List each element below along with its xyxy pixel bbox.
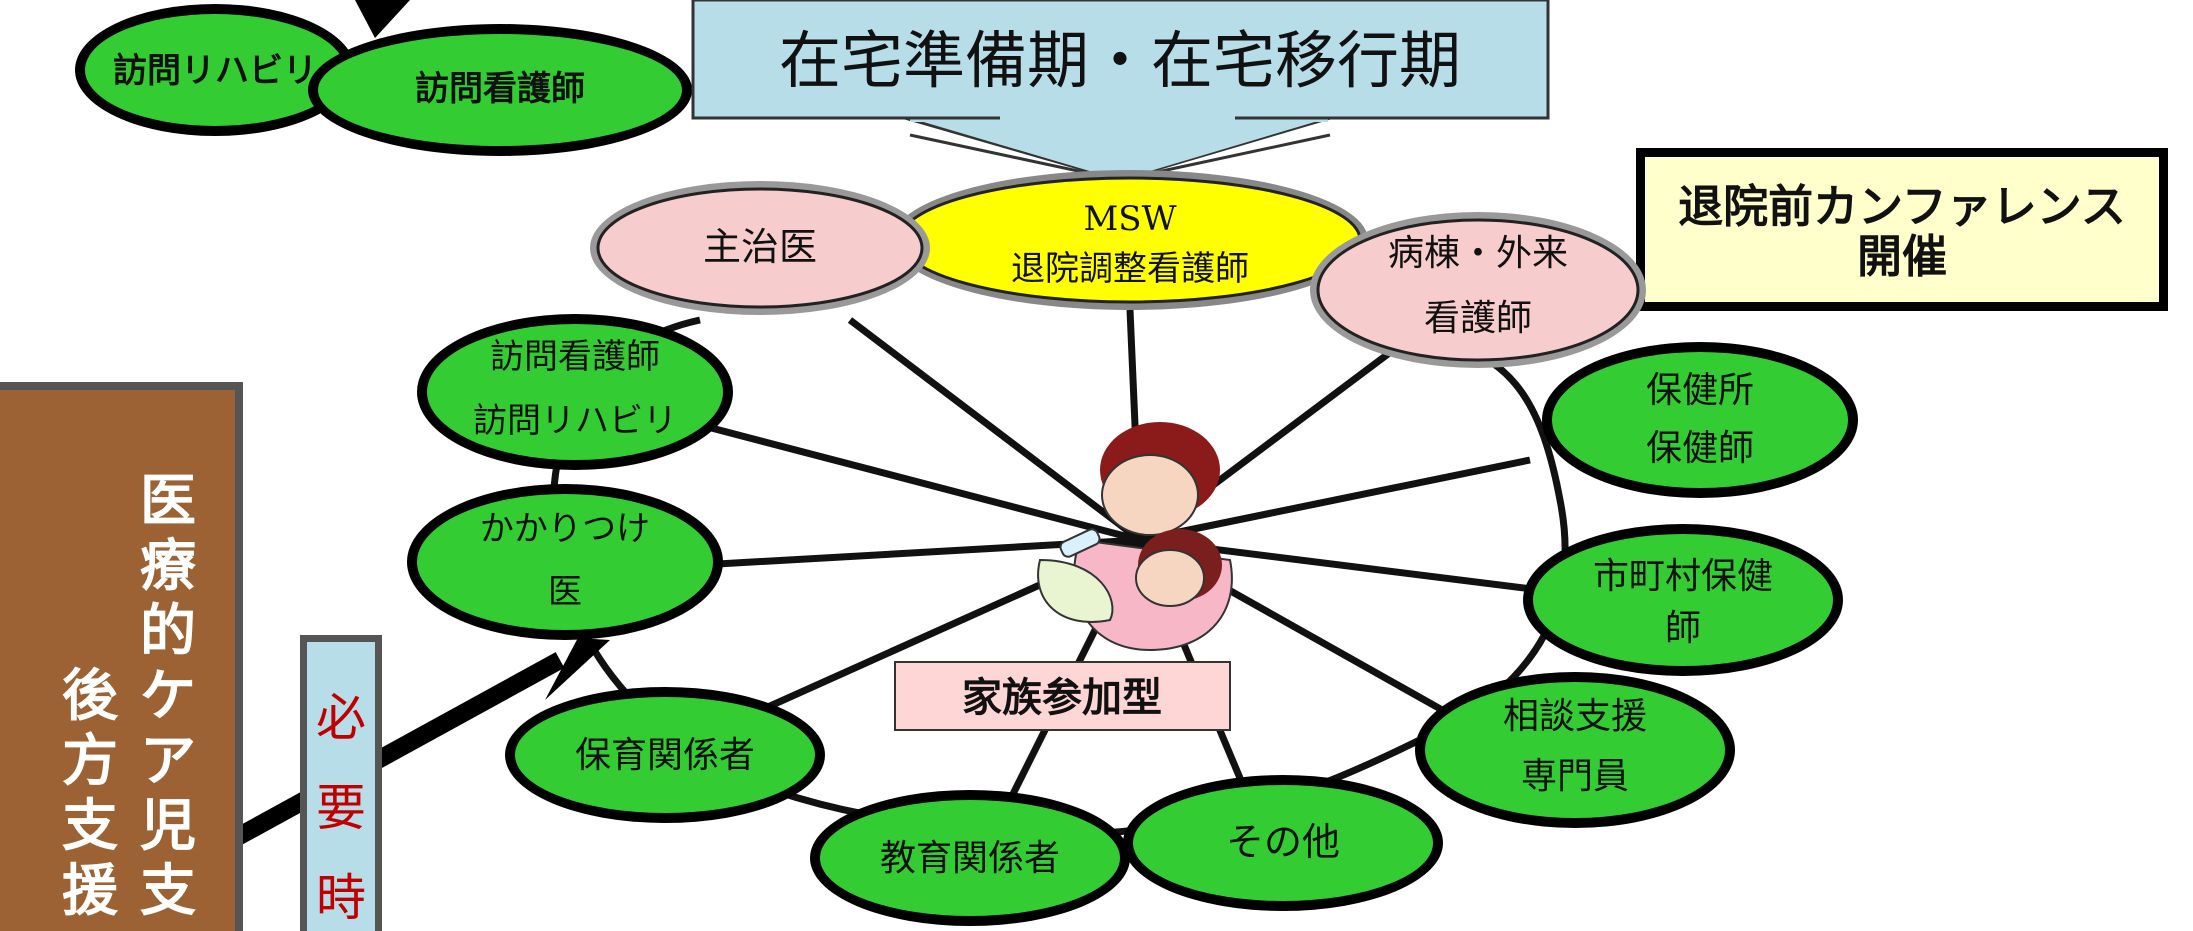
ward-nurse-node[interactable]: 病棟・外来 看護師 <box>1310 212 1646 368</box>
consult-line2: 専門員 <box>1521 756 1629 797</box>
health-center-line2: 保健師 <box>1646 428 1754 469</box>
side-panel-col2: 後 方 支 援 <box>62 664 119 924</box>
as-needed-box: 必 要 時 <box>300 635 382 931</box>
top-left-node-nurse[interactable]: 訪問看護師 <box>308 24 692 156</box>
family-doctor-line2: 医 <box>548 572 582 612</box>
education-node[interactable]: 教育関係者 <box>810 790 1130 926</box>
as-needed-char: 時 <box>316 869 366 927</box>
conference-box: 退院前カンファレンス 開催 <box>1636 148 2168 311</box>
family-doctor-line1: かかりつけ <box>480 509 650 549</box>
as-needed-char: 要 <box>316 779 366 837</box>
side-char: ケ <box>140 664 196 729</box>
consult-line1: 相談支援 <box>1503 696 1647 737</box>
health-center-node[interactable]: 保健所 保健師 <box>1542 342 1858 498</box>
side-char: 後 <box>62 664 119 729</box>
childcare-node[interactable]: 保育関係者 <box>505 687 825 823</box>
municipal-line1: 市町村保健 <box>1593 556 1773 597</box>
health-center-line1: 保健所 <box>1646 370 1754 411</box>
side-char: 児 <box>140 794 196 859</box>
side-panel-col1: 医 療 的 ケ ア 児 支 <box>140 469 196 924</box>
side-char: 支 <box>140 859 196 924</box>
msw-line2: 退院調整看護師 <box>1011 249 1249 289</box>
side-char: 援 <box>62 859 119 924</box>
side-char: 療 <box>140 534 196 599</box>
line-msw <box>847 317 1143 543</box>
msw-line1: MSW <box>1083 199 1176 239</box>
mother-baby-icon <box>1037 422 1233 652</box>
as-needed-arrowhead <box>528 634 610 700</box>
ward-line2: 看護師 <box>1424 298 1532 339</box>
rehab-label: 訪問リハビリ <box>113 51 317 91</box>
top-left-arrow <box>355 0 410 38</box>
visit-nurse-line1: 訪問看護師 <box>490 337 660 377</box>
phase-banner: 在宅準備期・在宅移行期 <box>691 0 1550 182</box>
family-doctor-node[interactable]: かかりつけ 医 <box>407 484 723 640</box>
line-health-center <box>1139 456 1531 544</box>
side-char: 支 <box>62 794 118 859</box>
conference-line2: 開催 <box>1857 230 1947 283</box>
side-panel: 医 療 的 ケ ア 児 支 後 方 支 援 <box>0 382 243 931</box>
top-left-node-rehab[interactable]: 訪問リハビリ <box>75 4 355 136</box>
other-label: その他 <box>1226 820 1340 864</box>
msw-node[interactable]: MSW 退院調整看護師 <box>892 170 1368 310</box>
side-char: ア <box>140 729 196 794</box>
municipal-line2: 師 <box>1665 608 1701 649</box>
as-needed-char: 必 <box>316 689 366 747</box>
municipal-nurse-node[interactable]: 市町村保健 師 <box>1523 524 1843 676</box>
nurse-label: 訪問看護師 <box>415 69 585 109</box>
ward-line1: 病棟・外来 <box>1388 233 1568 274</box>
attending-physician-node[interactable]: 主治医 <box>590 181 930 315</box>
visit-nurse-node[interactable]: 訪問看護師 訪問リハビリ <box>417 314 733 470</box>
other-node[interactable]: その他 <box>1123 775 1443 911</box>
side-char: 方 <box>62 729 118 794</box>
family-participation-label: 家族参加型 <box>962 675 1162 721</box>
consult-support-node[interactable]: 相談支援 専門員 <box>1415 672 1735 828</box>
line-visit-nurse <box>699 421 1141 544</box>
visit-nurse-line2: 訪問リハビリ <box>473 401 677 441</box>
as-needed-arrow-shaft <box>227 652 565 848</box>
side-char: 的 <box>140 599 196 664</box>
childcare-label: 保育関係者 <box>575 735 755 776</box>
phase-title: 在宅準備期・在宅移行期 <box>779 24 1461 97</box>
side-char: 医 <box>140 469 196 534</box>
education-label: 教育関係者 <box>880 838 1060 879</box>
family-participation-label-box: 家族参加型 <box>894 661 1231 731</box>
conference-line1: 退院前カンファレンス <box>1678 180 2126 233</box>
attending-label: 主治医 <box>703 225 817 269</box>
